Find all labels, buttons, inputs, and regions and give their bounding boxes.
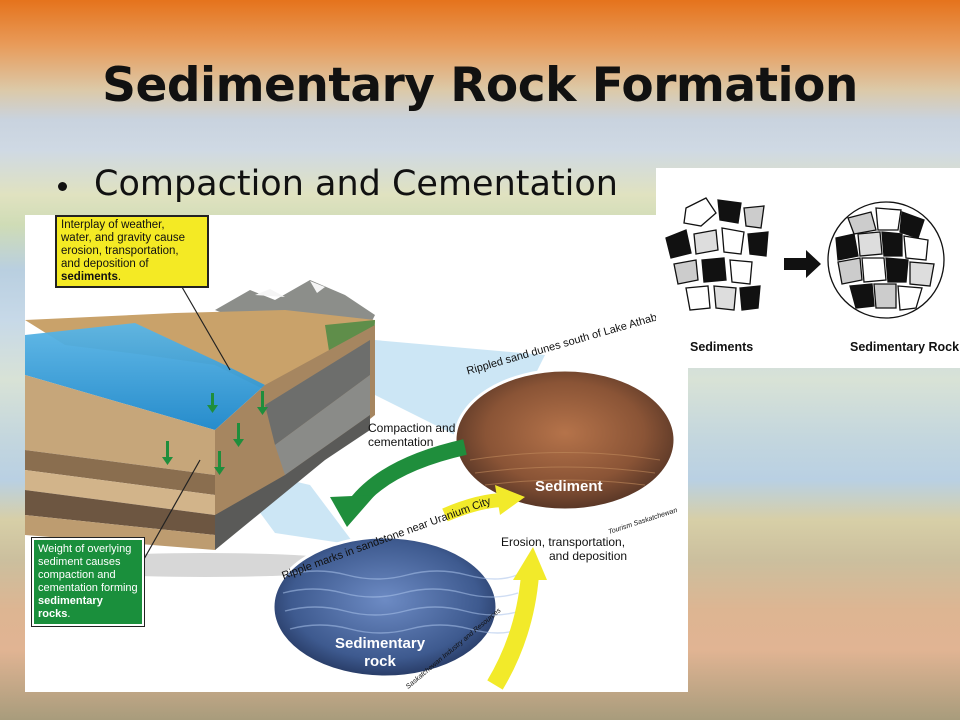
callout-top-line: water, and gravity cause: [61, 232, 186, 244]
compaction-label: Compaction and cementation: [368, 421, 455, 449]
rock-cycle-diagram: Interplay of weather, water, and gravity…: [25, 215, 688, 692]
callout-bottom-suffix: .: [67, 608, 71, 620]
erosion-label: Erosion, transportation, and deposition: [501, 535, 627, 563]
callout-top-emphasis: sediments: [61, 271, 118, 283]
callout-weather-sediments: Interplay of weather, water, and gravity…: [55, 215, 209, 288]
erosion-label-line: Erosion, transportation,: [501, 535, 626, 549]
callout-bottom-line: cementation forming: [38, 582, 138, 594]
callout-bottom-line: Weight of overlying: [38, 543, 132, 555]
callout-top-line: Interplay of weather,: [61, 219, 165, 231]
bullet-dot: [58, 182, 67, 191]
sediment-photo-label: Sediment: [535, 478, 603, 495]
bullet-text: Compaction and Cementation: [94, 164, 618, 204]
callout-top-line: and deposition of: [61, 258, 149, 270]
compaction-label-line: Compaction and: [368, 421, 456, 435]
sediments-to-rock-figure: Sediments Sedimentary Rock: [656, 168, 960, 368]
callout-bottom-line: sediment causes: [38, 556, 121, 568]
sedimentary-rock-caption: Sedimentary Rock: [850, 340, 960, 354]
sedimentary-rock-photo-label: Sedimentary rock: [335, 635, 425, 671]
rock-label-line: Sedimentary: [335, 635, 426, 652]
sediments-caption: Sediments: [690, 340, 754, 354]
callout-top-line: erosion, transportation,: [61, 245, 179, 257]
callout-bottom-emphasis: sedimentary rocks: [38, 595, 103, 620]
callout-compaction-weight: Weight of overlying sediment causes comp…: [31, 537, 145, 627]
slide-title: Sedimentary Rock Formation: [102, 58, 858, 113]
callout-top-suffix: .: [117, 271, 122, 283]
grain-comparison-illustration: [665, 197, 945, 319]
callout-bottom-line: compaction and: [38, 569, 116, 581]
rock-label-line: rock: [364, 653, 396, 670]
compaction-label-line: cementation: [368, 435, 434, 449]
erosion-label-line: and deposition: [549, 549, 628, 563]
